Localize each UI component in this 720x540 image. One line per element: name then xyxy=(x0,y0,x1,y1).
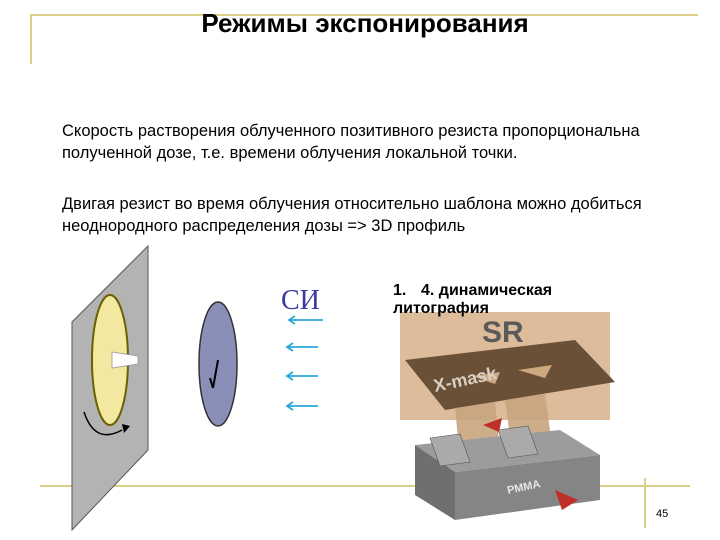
liga-3d-illustration: SR X-mask PMMA xyxy=(400,312,615,520)
red-arrow-upper xyxy=(483,418,502,432)
red-arrow-lower xyxy=(555,490,578,510)
radiation-arrowhead xyxy=(285,342,294,352)
list-item-dynamic-lithography: 1.4. динамическая литография xyxy=(393,282,623,318)
list-item-number: 1. xyxy=(393,282,407,299)
motion-arc xyxy=(83,411,123,436)
pmma-block-front xyxy=(415,445,455,520)
radiation-arrows xyxy=(285,315,323,411)
motion-arc-head xyxy=(122,424,130,433)
disk-mark xyxy=(209,359,219,389)
paragraph-moving-resist: Двигая резист во время облучения относит… xyxy=(62,195,642,235)
pmma-ridge xyxy=(497,425,539,459)
list-item-text: 4. динамическая литография xyxy=(393,282,553,317)
radiation-arrowhead xyxy=(285,371,294,381)
x-mask-hole xyxy=(518,365,552,378)
page-number: 45 xyxy=(656,508,669,520)
radiation-source-label: СИ xyxy=(281,285,320,316)
slide-title: Режимы экспонирования xyxy=(201,8,529,38)
radiation-arrowhead xyxy=(287,315,296,325)
x-mask-hole xyxy=(472,372,500,384)
paragraph-dissolution-rate: Скорость растворения облученного позитив… xyxy=(62,122,640,162)
top-horizontal-rule xyxy=(30,14,698,16)
top-left-vertical-rule xyxy=(30,14,32,64)
bottom-horizontal-rule xyxy=(40,485,690,487)
bottom-right-vertical-rule xyxy=(644,478,646,528)
radiation-arrowhead xyxy=(285,401,294,411)
beam-cone xyxy=(111,351,139,369)
x-mask-board xyxy=(405,340,615,410)
sr-label: SR xyxy=(482,316,524,349)
pmma-ridge xyxy=(429,433,471,467)
